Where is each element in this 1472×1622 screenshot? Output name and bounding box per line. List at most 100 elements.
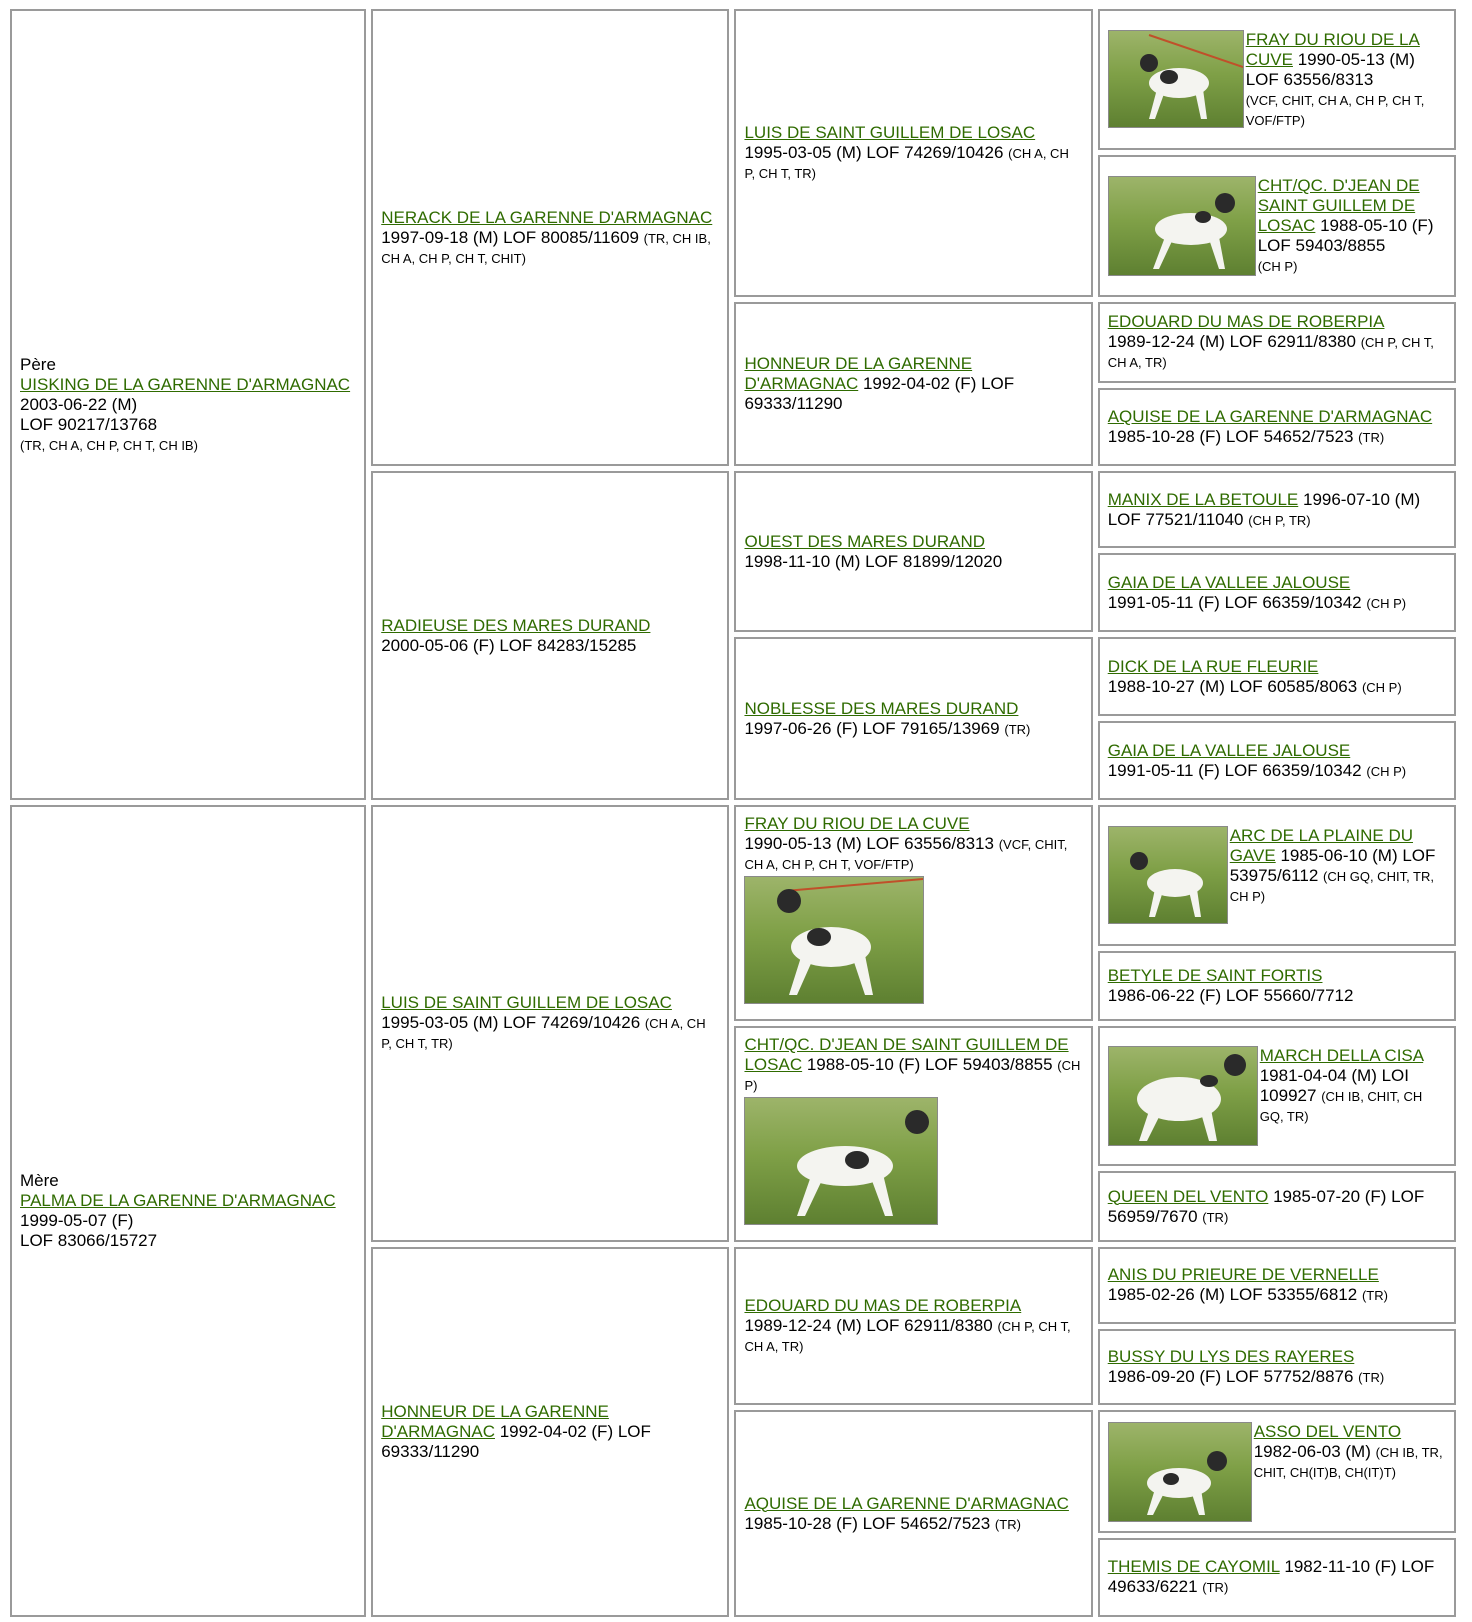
dmfm-link[interactable]: BUSSY DU LYS DES RAYERES [1107,1346,1355,1366]
sff-titles: (CH A, CH P, CH T, TR) [744,145,1069,181]
dfm-cell: CHT/QC. D'JEAN DE SAINT GUILLEM DE LOSAC… [734,1025,1093,1242]
sfm-cell: HONNEUR DE LA GARENNE D'ARMAGNAC 1992-04… [734,301,1093,467]
dfmm-titles: (TR) [1202,1209,1229,1225]
dmm-link[interactable]: AQUISE DE LA GARENNE D'ARMAGNAC [744,1493,1069,1513]
dmmm-link[interactable]: THEMIS DE CAYOMIL [1107,1557,1280,1577]
dmm-titles: (TR) [994,1516,1021,1532]
dmfm-cell: BUSSY DU LYS DES RAYERES 1986-09-20 (F) … [1097,1328,1456,1406]
smmf-info: 1988-10-27 (M) LOF 60585/8063 [1107,676,1358,696]
sfmf-cell: EDOUARD DU MAS DE ROBERPIA 1989-12-24 (M… [1097,301,1456,383]
sire-cell: Père UISKING DE LA GARENNE D'ARMAGNAC 20… [10,9,367,801]
smfm-info: 1991-05-11 (F) LOF 66359/10342 [1107,592,1362,612]
sire-father-link[interactable]: NERACK DE LA GARENNE D'ARMAGNAC [381,207,713,227]
sfmf-info: 1989-12-24 (M) LOF 62911/8380 [1107,332,1356,351]
smmf-link[interactable]: DICK DE LA RUE FLEURIE [1107,656,1319,676]
smm-link[interactable]: NOBLESSE DES MARES DURAND [744,698,1019,718]
sffm-info: 1988-05-10 (F) LOF 59403/8855 [1257,215,1434,255]
dmff-link[interactable]: ANIS DU PRIEURE DE VERNELLE [1107,1265,1379,1285]
dff-titles: (VCF, CHIT, CH A, CH P, CH T, VOF/FTP) [744,837,1068,873]
sff-link[interactable]: LUIS DE SAINT GUILLEM DE LOSAC [744,122,1036,142]
dfmf-cell: MARCH DELLA CISA 1981-04-04 (M) LOI 1099… [1097,1025,1456,1167]
smmm-titles: (CH P) [1366,763,1407,779]
dffm-info: 1986-06-22 (F) LOF 55660/7712 [1107,985,1354,1005]
dfff-link[interactable]: ARC DE LA PLAINE DU GAVE [1229,826,1413,866]
smff-link[interactable]: MANIX DE LA BETOULE [1107,489,1299,509]
pointer-dog-photo[interactable] [1107,1421,1252,1522]
dfmf-link[interactable]: MARCH DELLA CISA [1259,1046,1424,1066]
dam-father-link[interactable]: LUIS DE SAINT GUILLEM DE LOSAC [381,993,672,1013]
pedigree-table: Père UISKING DE LA GARENNE D'ARMAGNAC 20… [5,4,1461,1622]
dmmm-titles: (TR) [1202,1580,1229,1596]
dmmf-cell: ASSO DEL VENTO 1982-06-03 (M) (CH IB, TR… [1097,1410,1456,1533]
dmmm-cell: THEMIS DE CAYOMIL 1982-11-10 (F) LOF 496… [1097,1537,1456,1617]
dfm-link[interactable]: CHT/QC. D'JEAN DE SAINT GUILLEM DE LOSAC [744,1034,1069,1074]
sfff-link[interactable]: FRAY DU RIOU DE LA CUVE [1245,29,1420,69]
dfmm-link[interactable]: QUEEN DEL VENTO [1107,1186,1269,1206]
dfff-titles: (CH GQ, CHIT, TR, CH P) [1229,869,1434,905]
dam-mother-link[interactable]: HONNEUR DE LA GARENNE D'ARMAGNAC [381,1401,609,1441]
sfff-cell: FRAY DU RIOU DE LA CUVE 1990-05-13 (M) L… [1097,9,1456,151]
dmff-titles: (TR) [1361,1288,1388,1304]
smf-cell: OUEST DES MARES DURAND 1998-11-10 (M) LO… [734,471,1093,633]
sire-titles: (TR, CH A, CH P, CH T, CH IB) [20,437,198,453]
dffm-link[interactable]: BETYLE DE SAINT FORTIS [1107,965,1323,985]
dfff-cell: ARC DE LA PLAINE DU GAVE 1985-06-10 (M) … [1097,805,1456,946]
dam-cell: Mère PALMA DE LA GARENNE D'ARMAGNAC 1999… [10,805,367,1617]
dff-info: 1990-05-13 (M) LOF 63556/8313 [744,834,994,854]
sire-mother-link[interactable]: RADIEUSE DES MARES DURAND [381,615,651,635]
sfmm-info: 1985-10-28 (F) LOF 54652/7523 [1107,426,1354,446]
dmmf-titles: (CH IB, TR, CHIT, CH(IT)B, CH(IT)T) [1253,1444,1443,1480]
pointer-dog-photo[interactable] [1107,826,1228,925]
pointer-dog-photo[interactable] [1107,29,1244,128]
pointer-dog-photo[interactable] [1107,1046,1258,1147]
sffm-cell: CHT/QC. D'JEAN DE SAINT GUILLEM DE LOSAC… [1097,155,1456,297]
sire-father-cell: NERACK DE LA GARENNE D'ARMAGNAC 1997-09-… [371,9,730,467]
sfm-link[interactable]: HONNEUR DE LA GARENNE D'ARMAGNAC [744,353,973,393]
dff-cell: FRAY DU RIOU DE LA CUVE 1990-05-13 (M) L… [734,805,1093,1021]
dam-role-label: Mère [20,1171,59,1191]
dam-father-info: 1995-03-05 (M) LOF 74269/10426 [381,1013,641,1033]
dffm-cell: BETYLE DE SAINT FORTIS 1986-06-22 (F) LO… [1097,950,1456,1021]
sire-father-info: 1997-09-18 (M) LOF 80085/11609 [381,227,639,247]
dmff-info: 1985-02-26 (M) LOF 53355/6812 [1107,1285,1358,1305]
dmmf-info: 1982-06-03 (M) [1253,1441,1371,1461]
pointer-dog-photo[interactable] [744,1096,939,1225]
smf-info: 1998-11-10 (M) LOF 81899/12020 [744,551,1003,571]
dmf-titles: (CH P, CH T, CH A, TR) [744,1319,1071,1355]
sffm-link[interactable]: CHT/QC. D'JEAN DE SAINT GUILLEM DE LOSAC [1257,175,1420,235]
dff-link[interactable]: FRAY DU RIOU DE LA CUVE [744,814,970,834]
dmmm-info: 1982-11-10 (F) LOF 49633/6221 [1107,1557,1435,1597]
dam-father-cell: LUIS DE SAINT GUILLEM DE LOSAC 1995-03-0… [371,805,730,1242]
pointer-dog-photo[interactable] [1107,175,1256,276]
dmmf-link[interactable]: ASSO DEL VENTO [1253,1421,1402,1441]
dmf-cell: EDOUARD DU MAS DE ROBERPIA 1989-12-24 (M… [734,1246,1093,1406]
smmf-titles: (CH P) [1361,679,1402,695]
smf-link[interactable]: OUEST DES MARES DURAND [744,531,986,551]
smmf-cell: DICK DE LA RUE FLEURIE 1988-10-27 (M) LO… [1097,637,1456,717]
sfmm-cell: AQUISE DE LA GARENNE D'ARMAGNAC 1985-10-… [1097,387,1456,467]
sire-mother-info: 2000-05-06 (F) LOF 84283/15285 [381,635,637,655]
smff-titles: (CH P, TR) [1248,512,1311,528]
dmm-info: 1985-10-28 (F) LOF 54652/7523 [744,1513,991,1533]
sfmm-link[interactable]: AQUISE DE LA GARENNE D'ARMAGNAC [1107,406,1433,426]
smm-titles: (TR) [1004,721,1031,737]
dmf-link[interactable]: EDOUARD DU MAS DE ROBERPIA [744,1296,1022,1316]
smmm-link[interactable]: GAIA DE LA VALLEE JALOUSE [1107,740,1351,760]
sfmf-link[interactable]: EDOUARD DU MAS DE ROBERPIA [1107,312,1385,331]
dam-mother-info: 1992-04-02 (F) LOF 69333/11290 [381,1421,651,1461]
smfm-link[interactable]: GAIA DE LA VALLEE JALOUSE [1107,572,1351,592]
sire-link[interactable]: UISKING DE LA GARENNE D'ARMAGNAC [20,374,351,394]
dam-reg: LOF 83066/15727 [20,1231,158,1251]
sffm-titles: (CH P) [1257,258,1298,274]
dmfm-info: 1986-09-20 (F) LOF 57752/8876 [1107,1366,1354,1386]
smmm-info: 1991-05-11 (F) LOF 66359/10342 [1107,760,1362,780]
dmf-info: 1989-12-24 (M) LOF 62911/8380 [744,1316,993,1336]
sfmm-titles: (TR) [1358,429,1385,445]
smm-cell: NOBLESSE DES MARES DURAND 1997-06-26 (F)… [734,637,1093,801]
dfmm-info: 1985-07-20 (F) LOF 56959/7670 [1107,1186,1425,1226]
sff-info: 1995-03-05 (M) LOF 74269/10426 [744,142,1004,162]
pointer-dog-photo[interactable] [744,876,925,1005]
dam-link[interactable]: PALMA DE LA GARENNE D'ARMAGNAC [20,1191,336,1211]
sfff-info: 1990-05-13 (M) LOF 63556/8313 [1245,49,1415,89]
smfm-cell: GAIA DE LA VALLEE JALOUSE 1991-05-11 (F)… [1097,553,1456,633]
